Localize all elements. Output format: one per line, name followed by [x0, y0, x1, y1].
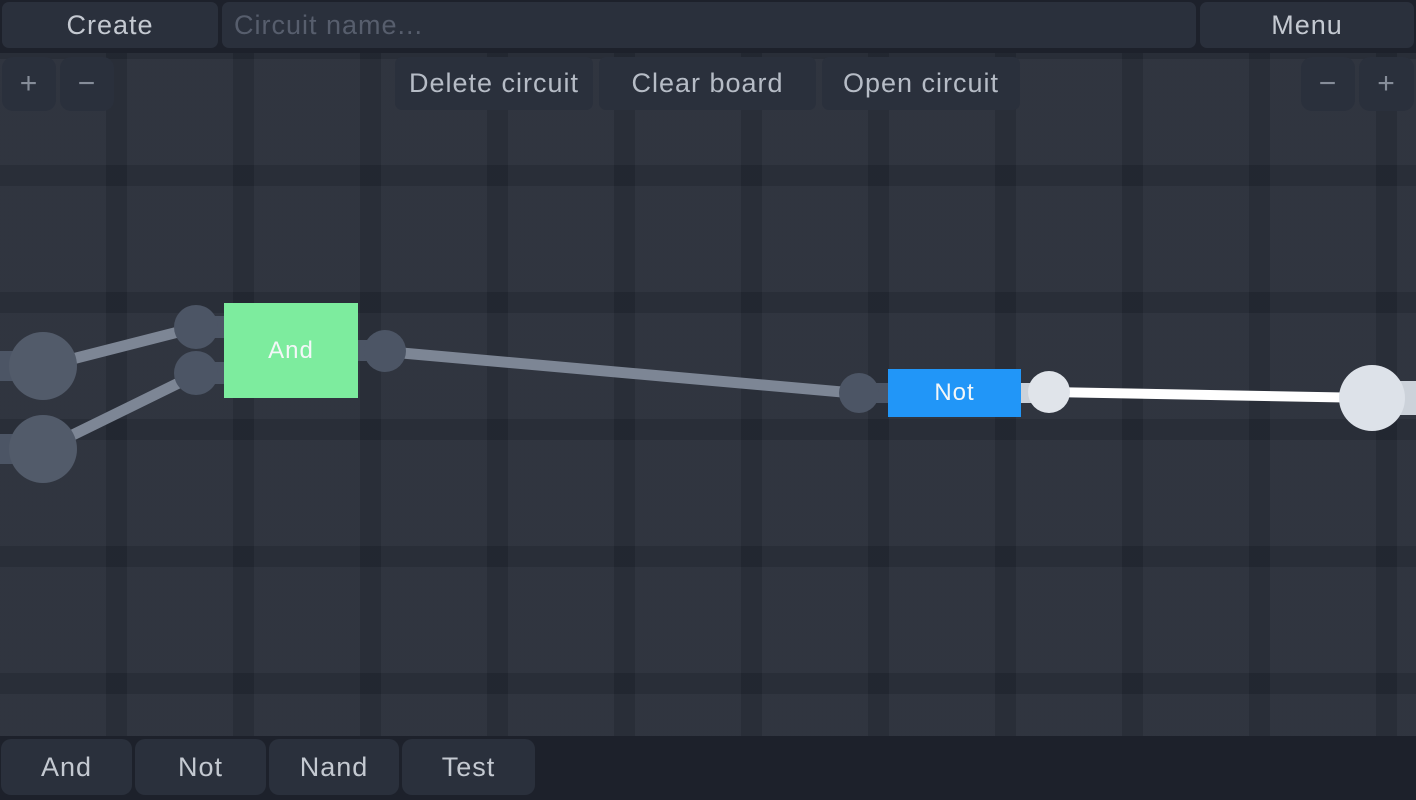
delete-circuit-button[interactable]: Delete circuit: [395, 57, 593, 110]
and-input-node-1[interactable]: [174, 305, 218, 349]
palette-item-and[interactable]: And: [1, 739, 132, 795]
plus-button-left[interactable]: +: [2, 57, 56, 111]
and-output-node[interactable]: [364, 330, 406, 372]
output-node[interactable]: [1339, 365, 1405, 431]
input-node-1[interactable]: [9, 332, 77, 400]
not-input-node[interactable]: [839, 373, 879, 413]
menu-button[interactable]: Menu: [1200, 2, 1414, 48]
clear-board-button[interactable]: Clear board: [599, 57, 816, 110]
palette-item-not[interactable]: Not: [135, 739, 266, 795]
create-button[interactable]: Create: [2, 2, 218, 48]
wire-not-to-output[interactable]: [1048, 387, 1373, 403]
circuit-name-input[interactable]: [222, 2, 1196, 48]
gate-not[interactable]: Not: [888, 369, 1021, 417]
palette-item-nand[interactable]: Nand: [269, 739, 399, 795]
wire-and-to-not[interactable]: [384, 345, 860, 399]
not-output-node[interactable]: [1028, 371, 1070, 413]
minus-button-right[interactable]: −: [1301, 57, 1355, 111]
input-node-2[interactable]: [9, 415, 77, 483]
gate-and[interactable]: And: [224, 303, 358, 398]
palette-item-test[interactable]: Test: [402, 739, 535, 795]
and-input-node-2[interactable]: [174, 351, 218, 395]
minus-button-left[interactable]: −: [60, 57, 114, 111]
open-circuit-button[interactable]: Open circuit: [822, 57, 1020, 110]
plus-button-right[interactable]: +: [1359, 57, 1414, 111]
